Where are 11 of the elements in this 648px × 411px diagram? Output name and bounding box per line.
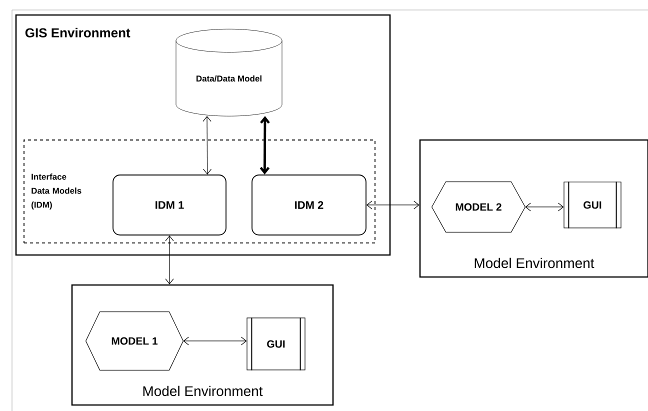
gui-box: GUI [564,181,622,229]
arrow [525,202,564,212]
arrow [202,116,212,175]
rounded-box: IDM 2 [252,174,366,236]
database-cylinder: Data/Data Model [176,28,282,116]
arrow [366,200,420,210]
arrow [260,116,270,175]
rounded-box: IDM 1 [112,174,226,236]
arrow [183,336,247,346]
gui-box: GUI [246,317,306,371]
arrow [165,235,174,284]
